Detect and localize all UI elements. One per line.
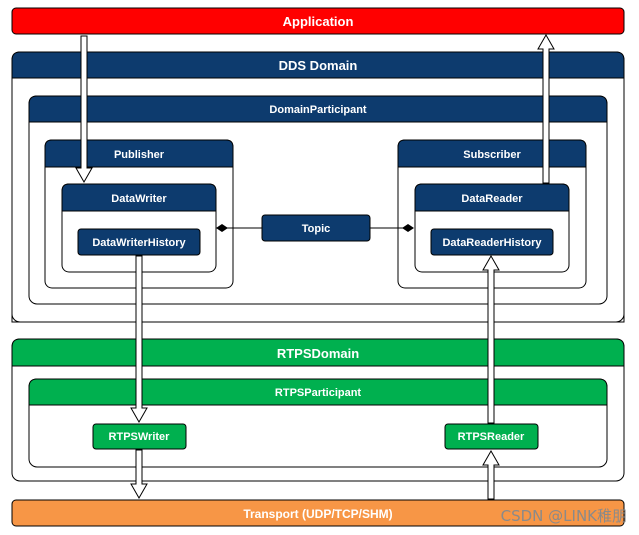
rtps-participant-label: RTPSParticipant: [275, 387, 362, 399]
domain-participant-label: DomainParticipant: [269, 104, 367, 116]
data-reader-history: DataReaderHistory: [430, 228, 554, 256]
data-writer-history: DataWriterHistory: [77, 228, 201, 256]
rtpswriter-to-transport-arrow: [130, 449, 148, 500]
history-to-rtpswriter-arrow: [130, 255, 148, 424]
topic-label: Topic: [302, 223, 331, 235]
watermark-text: CSDN @LINK稚朋: [501, 507, 627, 525]
app-to-datawriter-arrow: [75, 35, 93, 184]
transport-layer: Transport (UDP/TCP/SHM): [11, 499, 625, 527]
data-writer-history-label: DataWriterHistory: [92, 237, 186, 249]
rtps-reader: RTPSReader: [444, 423, 539, 450]
publisher-label: Publisher: [114, 149, 165, 161]
rtps-domain-label: RTPSDomain: [277, 346, 359, 361]
data-reader-history-label: DataReaderHistory: [442, 237, 542, 249]
application-label: Application: [283, 14, 354, 29]
dds-domain-label: DDS Domain: [279, 58, 358, 73]
application-layer: Application: [11, 7, 625, 35]
rtpsreader-to-history-arrow: [482, 254, 500, 424]
transport-to-rtpsreader-arrow: [482, 449, 500, 500]
datareader-to-app-arrow: [537, 33, 555, 184]
data-writer-label: DataWriter: [111, 193, 167, 205]
transport-label: Transport (UDP/TCP/SHM): [243, 507, 392, 521]
rtps-participant: RTPSParticipant: [28, 378, 608, 468]
rtps-reader-label: RTPSReader: [458, 431, 525, 443]
subscriber-label: Subscriber: [463, 149, 521, 161]
rtps-writer: RTPSWriter: [92, 423, 187, 450]
data-reader-label: DataReader: [461, 193, 523, 205]
topic: Topic: [261, 214, 371, 242]
rtps-writer-label: RTPSWriter: [109, 431, 171, 443]
